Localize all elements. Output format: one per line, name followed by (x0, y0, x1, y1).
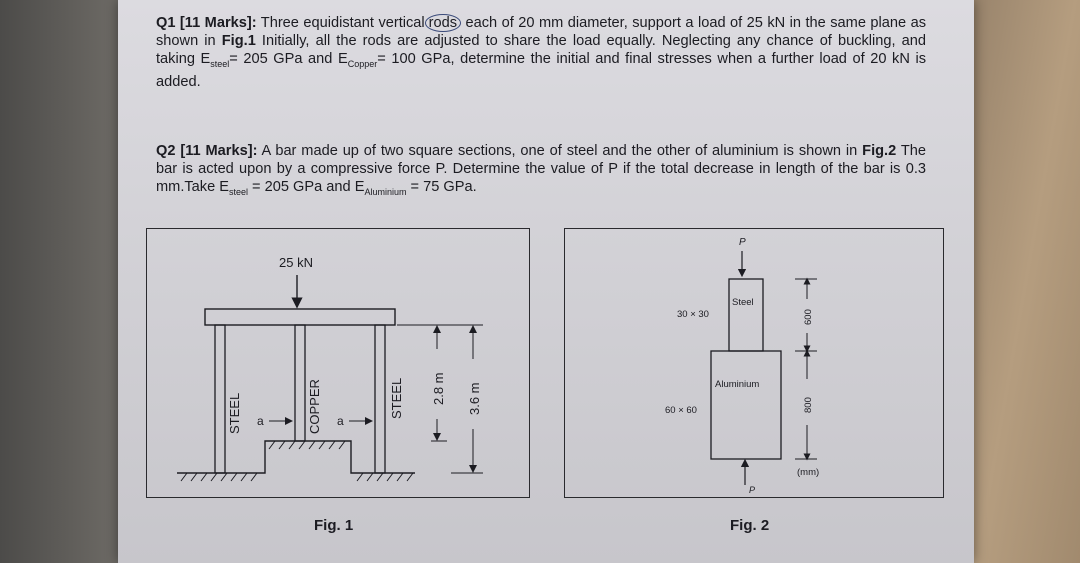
q2-sub-steel: steel (228, 186, 248, 197)
q1-text-e: = 100 GPa, determine the initial and fin… (156, 51, 926, 90)
q1-sub-steel: steel (210, 58, 230, 69)
figure-2-caption: Fig. 2 (730, 517, 770, 534)
fig2-steel-label: Steel (732, 297, 754, 308)
q1-text-a: Three equidistant vertical (256, 15, 425, 31)
fig1-rod-right (374, 324, 386, 474)
question-2: Q2 [11 Marks]: A bar made up of two squa… (156, 142, 926, 201)
fig1-dim-short: 2.8 m (431, 372, 446, 405)
fig2-dim-top: 600 (803, 309, 814, 325)
q2-text-b: The bar is acted upon by a compressive f… (156, 143, 926, 195)
fig1-spacing-right: a (337, 414, 344, 428)
q1-figref: Fig.1 (221, 33, 256, 49)
q1-sub-copper: Copper (347, 58, 378, 69)
fig2-al-size: 60 × 60 (665, 405, 697, 416)
q1-text-b: each of 20 mm diameter, support a load o… (156, 15, 926, 49)
figure-1-drawing: 25 kN STEEL COPPER STEEL a a (177, 255, 483, 482)
q2-text-d: = 75 GPa. (406, 179, 477, 195)
backdrop-left (0, 0, 120, 563)
question-1: Q1 [11 Marks]: Three equidistant vertica… (156, 14, 926, 91)
fig1-ground (177, 440, 415, 474)
fig1-spacing-left: a (257, 414, 264, 428)
q1-label: Q1 [11 Marks]: (156, 15, 257, 31)
figure-2-box: P Steel 30 × 30 Aluminium 60 × 60 P 600 … (564, 228, 944, 498)
q2-label: Q2 [11 Marks]: (156, 143, 258, 159)
fig1-rod-mid (294, 324, 306, 442)
figure-1-box: 25 kN STEEL COPPER STEEL a a (146, 228, 530, 498)
fig2-units: (mm) (797, 467, 819, 478)
q2-figref: Fig.2 (862, 143, 897, 159)
fig1-dim-long: 3.6 m (467, 382, 482, 415)
q2-text-c: = 205 GPa and E (248, 179, 365, 195)
paper-sheet: Q1 [11 Marks]: Three equidistant vertica… (118, 0, 974, 563)
fig1-rod-right-label: STEEL (389, 378, 404, 419)
fig1-load-label: 25 kN (279, 255, 313, 270)
q2-sub-al: Aluminium (364, 186, 407, 197)
q1-text-c: Initially, all the rods are adjusted to … (156, 33, 927, 67)
fig2-steel-size: 30 × 30 (677, 309, 709, 320)
fig2-al-label: Aluminium (715, 379, 759, 390)
fig1-rod-mid-label: COPPER (307, 379, 322, 434)
q1-text-d: = 205 GPa and E (229, 51, 348, 67)
q2-text-a: A bar made up of two square sections, on… (257, 143, 863, 159)
fig2-aluminium-section (710, 350, 782, 460)
fig1-rod-left (214, 324, 226, 474)
figure-1-caption: Fig. 1 (314, 517, 354, 534)
fig1-beam (204, 308, 396, 326)
fig1-rod-left-label: STEEL (227, 393, 242, 434)
fig2-steel-section (728, 278, 764, 352)
fig2-force-bottom: P (749, 485, 755, 495)
q1-circled-word: rods (424, 14, 462, 32)
fig1-ground-hatch (180, 440, 414, 482)
fig2-dim-bottom: 800 (803, 397, 814, 413)
fig2-force-top: P (739, 237, 746, 248)
figure-2-drawing: P Steel 30 × 30 Aluminium 60 × 60 P 600 … (665, 237, 819, 495)
